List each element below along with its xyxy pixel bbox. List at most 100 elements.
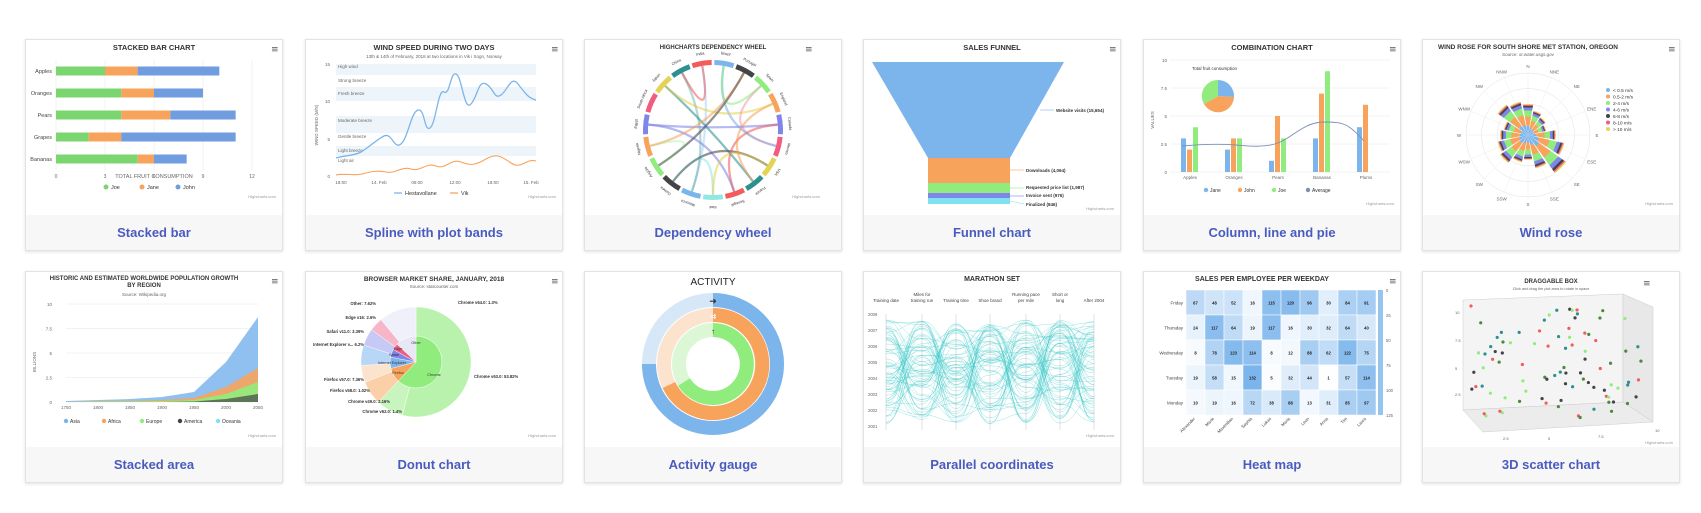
- rose-petal[interactable]: [1534, 158, 1545, 165]
- scatter-point[interactable]: [1607, 395, 1611, 399]
- scatter-point[interactable]: [1500, 411, 1504, 415]
- data-line[interactable]: [885, 341, 1095, 409]
- wheel-node-arc[interactable]: [691, 60, 712, 69]
- rose-petal[interactable]: [1518, 135, 1528, 140]
- wheel-link[interactable]: [720, 65, 762, 105]
- bar-segment[interactable]: [137, 154, 154, 164]
- hamburger-menu-icon[interactable]: ≡: [1109, 45, 1117, 55]
- rose-petal[interactable]: [1529, 120, 1536, 129]
- scatter-point[interactable]: [1634, 395, 1638, 399]
- legend-label[interactable]: Oceania: [222, 419, 241, 425]
- legend-label[interactable]: Jane: [1210, 188, 1221, 194]
- wheel-link[interactable]: [721, 65, 777, 148]
- rose-petal[interactable]: [1539, 117, 1546, 124]
- funnel-segment-invoice[interactable]: [928, 193, 1010, 198]
- data-line[interactable]: [885, 330, 1095, 380]
- legend-marker[interactable]: [139, 184, 145, 190]
- credits[interactable]: Highcharts.com: [1645, 440, 1673, 445]
- card-wind-rose[interactable]: WIND ROSE FOR SOUTH SHORE MET STATION, O…: [1422, 39, 1680, 251]
- card-funnel[interactable]: SALES FUNNEL ≡ Website visits (15,654) D…: [863, 39, 1121, 251]
- scatter-point[interactable]: [1517, 399, 1522, 403]
- wheel-link[interactable]: [649, 72, 745, 148]
- scatter-point[interactable]: [1488, 391, 1493, 395]
- legend-marker[interactable]: [177, 418, 183, 424]
- credits[interactable]: Highcharts.com: [248, 194, 276, 199]
- data-line[interactable]: [885, 327, 1095, 419]
- bar-segment[interactable]: [56, 154, 138, 164]
- wheel-link[interactable]: [727, 123, 778, 192]
- rose-petal[interactable]: [1528, 127, 1532, 135]
- legend-marker[interactable]: [101, 418, 107, 424]
- hamburger-menu-icon[interactable]: ≡: [1389, 277, 1397, 287]
- bar-segment[interactable]: [56, 88, 122, 98]
- data-line[interactable]: [885, 331, 1095, 405]
- wheel-link[interactable]: [711, 151, 769, 196]
- data-line[interactable]: [885, 319, 1095, 422]
- rose-petal[interactable]: [1528, 135, 1534, 145]
- scatter-point[interactable]: [1567, 335, 1572, 339]
- scatter-point[interactable]: [1543, 375, 1547, 379]
- bar-segment[interactable]: [105, 66, 138, 76]
- legend-marker[interactable]: [175, 184, 181, 190]
- scatter-point[interactable]: [1636, 345, 1640, 349]
- rose-petal[interactable]: [1503, 110, 1516, 123]
- wheel-link[interactable]: [672, 150, 769, 182]
- bar-segment[interactable]: [121, 110, 171, 120]
- wheel-link[interactable]: [681, 72, 702, 192]
- rose-petal[interactable]: [1500, 154, 1509, 163]
- wheel-link[interactable]: [672, 150, 769, 182]
- hamburger-menu-icon[interactable]: ≡: [551, 45, 559, 55]
- scatter-point[interactable]: [1545, 377, 1549, 381]
- scatter-point[interactable]: [1521, 379, 1525, 383]
- wheel-node-arc[interactable]: [745, 174, 764, 191]
- wheel-link[interactable]: [664, 85, 773, 115]
- rose-petal[interactable]: [1500, 107, 1511, 118]
- wheel-node-arc[interactable]: [649, 157, 665, 177]
- scatter-point[interactable]: [1573, 316, 1577, 320]
- scatter-point[interactable]: [1587, 332, 1591, 336]
- funnel-segment-downloads[interactable]: [928, 158, 1010, 183]
- bar-segment[interactable]: [154, 88, 203, 98]
- data-line[interactable]: [885, 328, 1095, 414]
- rose-petal[interactable]: [1499, 106, 1509, 116]
- scatter-point[interactable]: [1479, 321, 1483, 325]
- scatter-point[interactable]: [1491, 357, 1495, 361]
- credits[interactable]: Highcharts.com: [528, 194, 556, 199]
- legend-marker[interactable]: [1271, 187, 1277, 193]
- scatter-point[interactable]: [1498, 409, 1502, 413]
- scatter-point[interactable]: [1564, 371, 1568, 375]
- area-america[interactable]: [66, 394, 258, 402]
- scatter-point[interactable]: [1482, 412, 1486, 416]
- scatter-point[interactable]: [1583, 357, 1587, 361]
- card-donut[interactable]: BROWSER MARKET SHARE, JANUARY, 2018 Sour…: [305, 271, 563, 483]
- wheel-link[interactable]: [727, 123, 778, 192]
- legend-label[interactable]: 8-10 m/s: [1613, 121, 1632, 127]
- legend-label[interactable]: Jane: [147, 185, 159, 191]
- column-bar[interactable]: [1237, 138, 1242, 172]
- rose-petal[interactable]: [1519, 133, 1528, 137]
- wheel-node-arc[interactable]: [662, 174, 681, 191]
- scatter-point[interactable]: [1532, 341, 1537, 346]
- rose-petal[interactable]: [1504, 122, 1509, 130]
- rose-petal[interactable]: [1513, 158, 1522, 163]
- rose-petal[interactable]: [1509, 116, 1522, 129]
- legend-label[interactable]: Hestavollane: [405, 191, 437, 197]
- wheel-link[interactable]: [735, 102, 773, 182]
- rose-petal[interactable]: [1557, 142, 1564, 155]
- scatter-point[interactable]: [1598, 316, 1602, 320]
- card-label[interactable]: Parallel coordinates: [930, 457, 1054, 472]
- scatter-point[interactable]: [1570, 385, 1575, 389]
- scatter-point[interactable]: [1575, 308, 1579, 312]
- scatter-point[interactable]: [1493, 349, 1497, 354]
- data-line[interactable]: [885, 325, 1095, 422]
- scatter-point[interactable]: [1570, 308, 1574, 313]
- scatter-point[interactable]: [1503, 396, 1507, 400]
- scatter-point[interactable]: [1476, 351, 1481, 355]
- rose-petal[interactable]: [1523, 135, 1528, 144]
- scatter-point[interactable]: [1542, 318, 1546, 322]
- rose-petal[interactable]: [1542, 125, 1546, 132]
- wheel-link[interactable]: [648, 123, 778, 129]
